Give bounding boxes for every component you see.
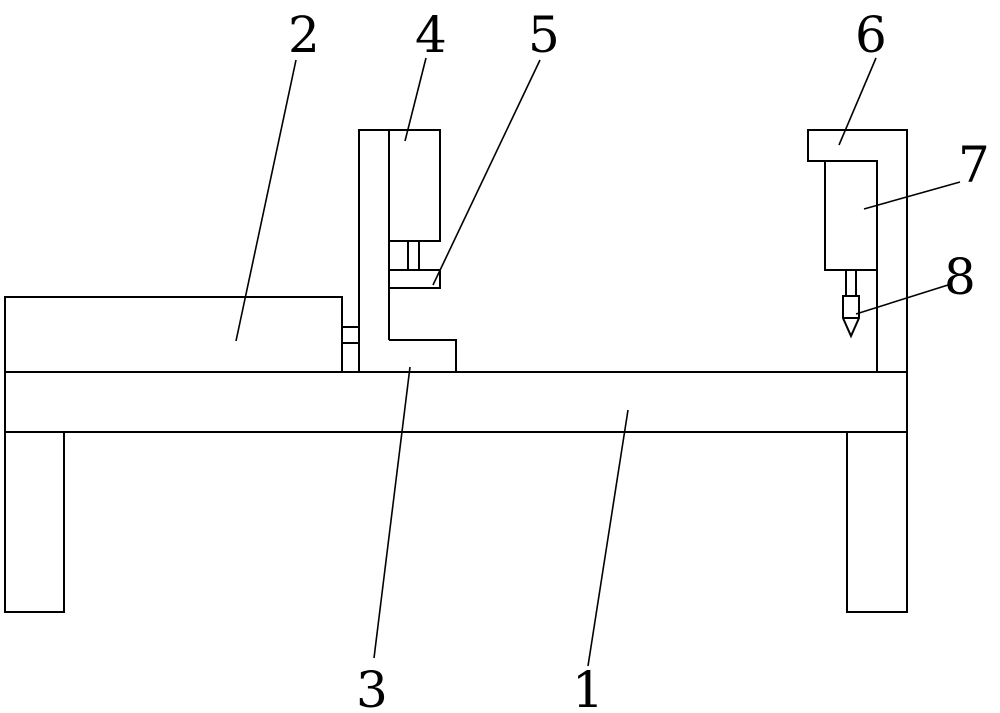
leader-4 bbox=[404, 57, 427, 142]
part-press-plate bbox=[388, 269, 441, 289]
label-1: 1 bbox=[572, 661, 604, 713]
press-plate bbox=[388, 269, 441, 289]
block-connector bbox=[341, 326, 360, 373]
label-2: 2 bbox=[288, 6, 320, 64]
label-5: 5 bbox=[528, 6, 560, 64]
cylinder-upper-body bbox=[388, 129, 441, 242]
part-labels: 1 2 3 4 5 6 7 8 bbox=[288, 6, 990, 713]
leader-1 bbox=[587, 409, 629, 667]
leader-2 bbox=[235, 59, 297, 342]
cylinder-right-body bbox=[824, 160, 878, 271]
leader-6 bbox=[838, 57, 877, 146]
label-8: 8 bbox=[944, 248, 976, 306]
part-table bbox=[4, 371, 908, 613]
part-cylinder-upper bbox=[388, 129, 441, 270]
label-6: 6 bbox=[855, 6, 887, 64]
drill-bit bbox=[842, 295, 860, 339]
table-leg-right bbox=[846, 431, 908, 613]
leader-lines bbox=[235, 57, 961, 667]
leader-8 bbox=[855, 284, 949, 315]
part-right-frame bbox=[807, 129, 908, 372]
table-top bbox=[4, 371, 908, 433]
leader-5 bbox=[432, 59, 541, 286]
part-drill-bit bbox=[842, 295, 860, 339]
label-3: 3 bbox=[356, 661, 388, 713]
label-4: 4 bbox=[415, 6, 447, 64]
left-block bbox=[4, 296, 343, 373]
right-frame-outline bbox=[807, 129, 908, 372]
label-7: 7 bbox=[958, 136, 990, 194]
part-block bbox=[4, 296, 360, 373]
table-leg-left bbox=[4, 431, 65, 613]
leader-3 bbox=[373, 366, 411, 659]
part-cylinder-right bbox=[824, 160, 878, 296]
leader-7 bbox=[863, 181, 961, 210]
